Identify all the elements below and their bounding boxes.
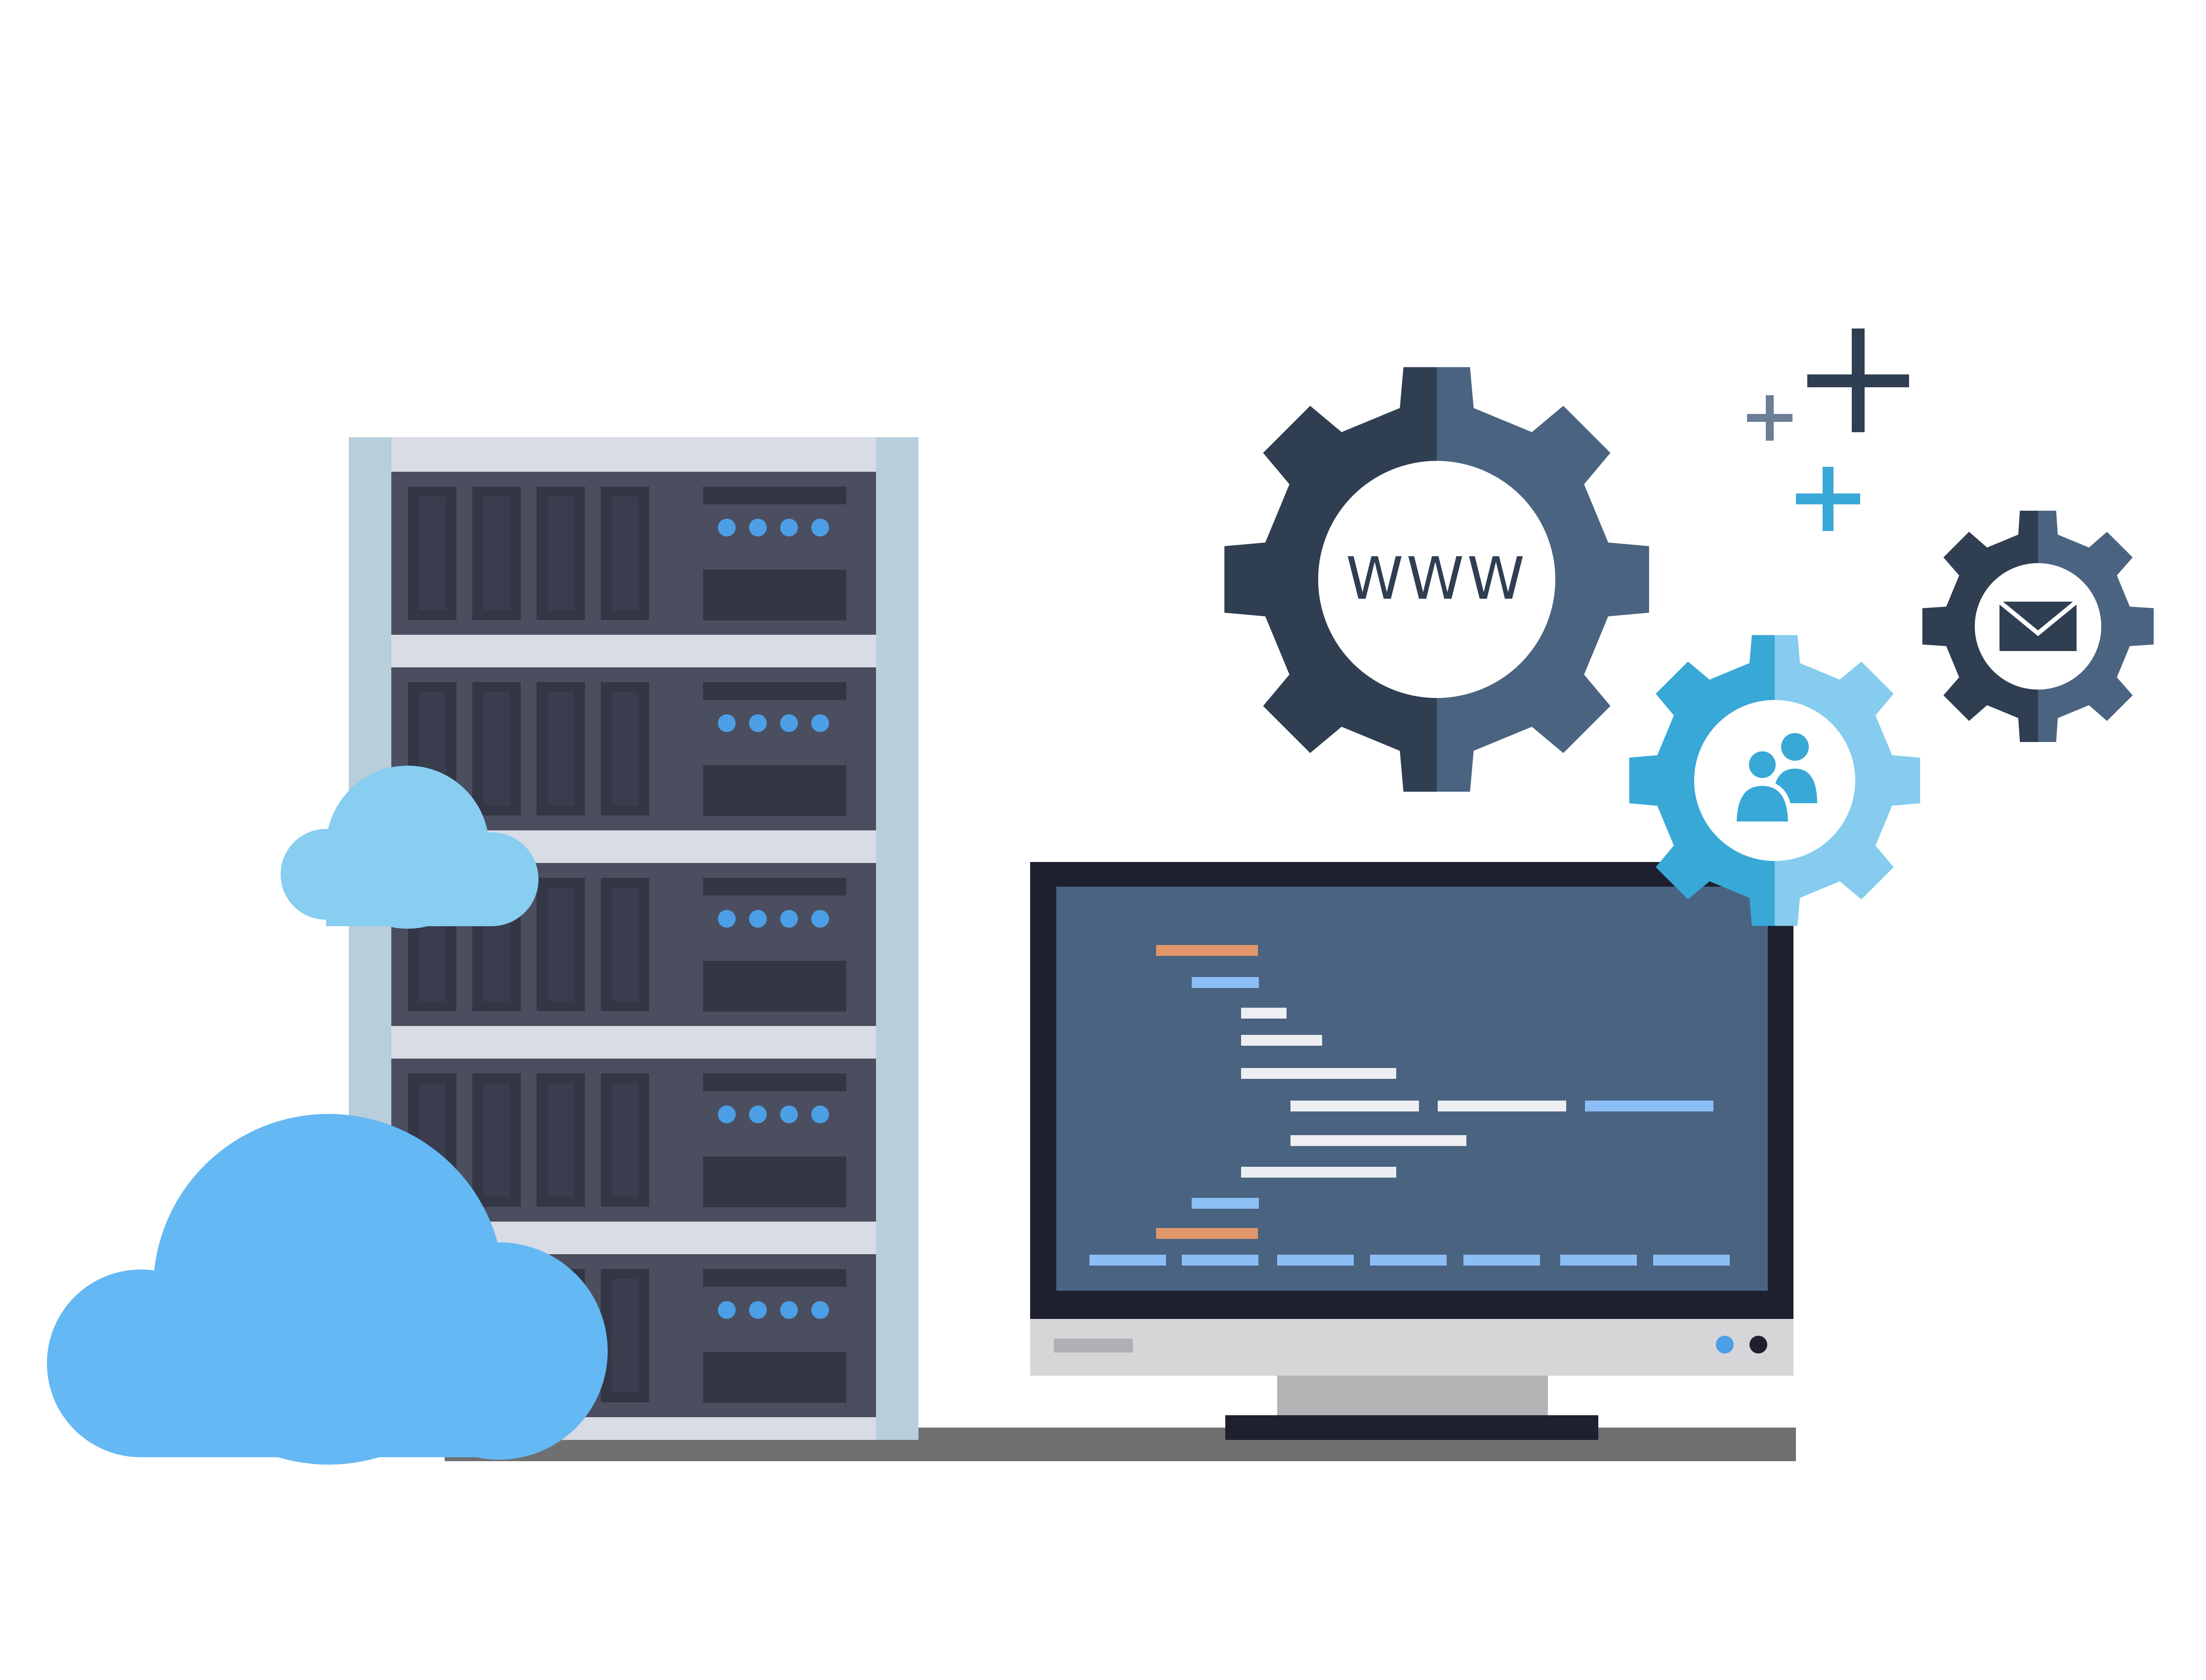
drive-bay-inset [612, 1279, 638, 1393]
users-gear-icon [1629, 635, 1920, 926]
code-line [1156, 1228, 1258, 1239]
monitor-base [1225, 1415, 1598, 1440]
indicator-light-icon [811, 1106, 829, 1123]
code-token [1560, 1255, 1637, 1266]
computer-monitor [1030, 862, 1793, 1440]
indicator-light-icon [749, 910, 767, 928]
indicator-light-icon [718, 1301, 736, 1319]
indicator-light-icon [718, 910, 736, 928]
indicator-light-icon [811, 910, 829, 928]
indicator-light-icon [780, 1106, 798, 1123]
drive-bay-inset [547, 496, 574, 610]
code-token [1182, 1255, 1258, 1266]
indicator-light-icon [749, 1106, 767, 1123]
small-cloud-icon [281, 766, 539, 929]
indicator-light-icon [749, 519, 767, 536]
indicator-light-icon [749, 714, 767, 732]
code-line [1241, 1068, 1396, 1079]
code-line [1241, 1167, 1396, 1178]
code-line [1290, 1101, 1419, 1111]
drive-bay-inset [612, 496, 638, 610]
drive-bay-inset [483, 692, 510, 806]
drive-bay-inset [612, 1083, 638, 1197]
plus-icon-small-blue [1796, 467, 1860, 531]
indicator-light-icon [718, 714, 736, 732]
code-line [1192, 1198, 1259, 1209]
www-gear-center [1318, 461, 1555, 698]
code-token [1277, 1255, 1354, 1266]
code-token [1089, 1255, 1166, 1266]
server-panel [703, 1352, 846, 1403]
large-cloud-icon [47, 1114, 608, 1465]
indicator-light-icon [749, 1301, 767, 1319]
indicator-light-icon [780, 1301, 798, 1319]
server-panel [703, 765, 846, 816]
mail-gear-icon [1922, 510, 2154, 742]
users-icon [1731, 733, 1817, 826]
indicator-light-icon [780, 910, 798, 928]
code-line [1192, 977, 1259, 988]
server-label-strip [703, 878, 846, 896]
code-line [1241, 1035, 1322, 1046]
monitor-neck [1277, 1376, 1548, 1415]
rack-right-post [876, 437, 918, 1440]
code-token [1463, 1255, 1540, 1266]
drive-bay-inset [547, 1083, 574, 1197]
server-label-strip [703, 682, 846, 700]
code-line [1156, 945, 1258, 956]
code-lines [1089, 945, 1730, 1266]
drive-bay-inset [612, 692, 638, 806]
users-gear-center [1694, 700, 1855, 861]
drive-bay-inset [547, 692, 574, 806]
indicator-light-icon [718, 1106, 736, 1123]
indicator-light-icon [780, 714, 798, 732]
drive-bay-inset [483, 1083, 510, 1197]
plus-icon-large [1807, 328, 1909, 432]
indicator-light-icon [811, 714, 829, 732]
code-token [1653, 1255, 1730, 1266]
www-label: WWW [1346, 544, 1528, 613]
code-line [1585, 1101, 1713, 1111]
code-line [1290, 1135, 1466, 1146]
code-token [1370, 1255, 1447, 1266]
power-button-icon [1749, 1336, 1767, 1353]
indicator-light-icon [718, 519, 736, 536]
monitor-chin [1030, 1319, 1793, 1376]
code-line [1241, 1008, 1287, 1019]
server-panel [703, 1156, 846, 1207]
server-label-strip [703, 487, 846, 504]
drive-bay-inset [612, 888, 638, 1001]
monitor-label-slot [1054, 1339, 1133, 1352]
code-line [1438, 1101, 1566, 1111]
envelope-icon [1998, 600, 2078, 651]
power-led-icon [1716, 1336, 1734, 1353]
server-panel [703, 961, 846, 1012]
drive-bay-inset [547, 888, 574, 1001]
plus-icon-small-gray [1747, 395, 1792, 441]
indicator-light-icon [780, 519, 798, 536]
drive-bay-inset [419, 496, 446, 610]
rack-top-bar [349, 437, 918, 472]
indicator-light-icon [811, 1301, 829, 1319]
server-label-strip [703, 1073, 846, 1091]
drive-bay-inset [483, 496, 510, 610]
indicator-light-icon [811, 519, 829, 536]
server-panel [703, 570, 846, 620]
www-gear-icon: WWW [1224, 367, 1649, 792]
server-label-strip [703, 1269, 846, 1287]
